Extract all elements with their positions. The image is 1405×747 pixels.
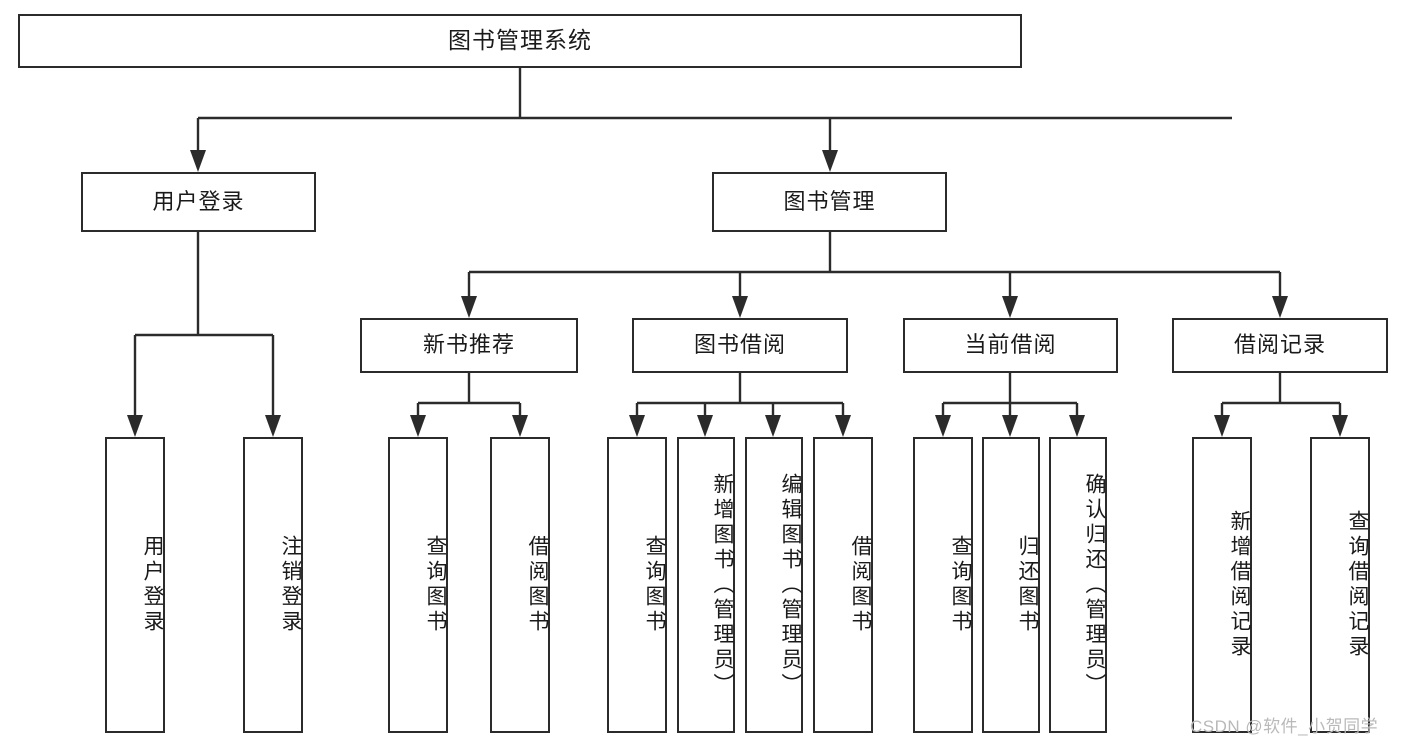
node-label: 借阅图书 [526, 535, 549, 635]
node-user-login[interactable]: 用户登录 [81, 172, 316, 232]
node-label: 新增图书（管理员） [711, 472, 734, 698]
leaf-current-confirm-return-admin[interactable]: 确认归还（管理员） [1049, 437, 1107, 733]
node-new-book-recommend[interactable]: 新书推荐 [360, 318, 578, 373]
node-label: 图书管理系统 [448, 27, 592, 54]
leaf-recommend-borrow-book[interactable]: 借阅图书 [490, 437, 550, 733]
node-label: 图书管理 [783, 188, 876, 214]
node-borrow-record[interactable]: 借阅记录 [1172, 318, 1388, 373]
node-label: 注销登录 [279, 535, 302, 635]
node-label: 查询借阅记录 [1346, 510, 1369, 660]
node-root-system[interactable]: 图书管理系统 [18, 14, 1022, 68]
leaf-user-logout[interactable]: 注销登录 [243, 437, 303, 733]
leaf-borrow-query-book[interactable]: 查询图书 [607, 437, 667, 733]
node-book-management[interactable]: 图书管理 [712, 172, 947, 232]
csdn-watermark: CSDN @软件_小贺同学 [1190, 717, 1379, 736]
node-label: 查询图书 [424, 535, 447, 635]
node-label: 当前借阅 [964, 332, 1057, 358]
leaf-user-login[interactable]: 用户登录 [105, 437, 165, 733]
node-label: 新增借阅记录 [1228, 510, 1251, 660]
node-label: 查询图书 [643, 535, 666, 635]
leaf-borrow-borrow-book[interactable]: 借阅图书 [813, 437, 873, 733]
node-label: 查询图书 [949, 535, 972, 635]
leaf-record-add-borrow-record[interactable]: 新增借阅记录 [1192, 437, 1252, 733]
leaf-current-return-book[interactable]: 归还图书 [982, 437, 1040, 733]
node-label: 借阅记录 [1233, 332, 1326, 358]
node-book-borrow[interactable]: 图书借阅 [632, 318, 848, 373]
node-label: 图书借阅 [693, 332, 786, 358]
leaf-borrow-edit-book-admin[interactable]: 编辑图书（管理员） [745, 437, 803, 733]
leaf-record-query-borrow-record[interactable]: 查询借阅记录 [1310, 437, 1370, 733]
node-label: 编辑图书（管理员） [779, 472, 802, 698]
node-label: 用户登录 [152, 188, 245, 214]
node-current-borrow[interactable]: 当前借阅 [903, 318, 1118, 373]
node-label: 借阅图书 [849, 535, 872, 635]
node-label: 用户登录 [141, 535, 164, 635]
leaf-current-query-book[interactable]: 查询图书 [913, 437, 973, 733]
node-label: 确认归还（管理员） [1083, 472, 1106, 698]
node-label: 归还图书 [1016, 535, 1039, 635]
node-label: 新书推荐 [422, 332, 515, 358]
leaf-borrow-add-book-admin[interactable]: 新增图书（管理员） [677, 437, 735, 733]
leaf-recommend-query-book[interactable]: 查询图书 [388, 437, 448, 733]
